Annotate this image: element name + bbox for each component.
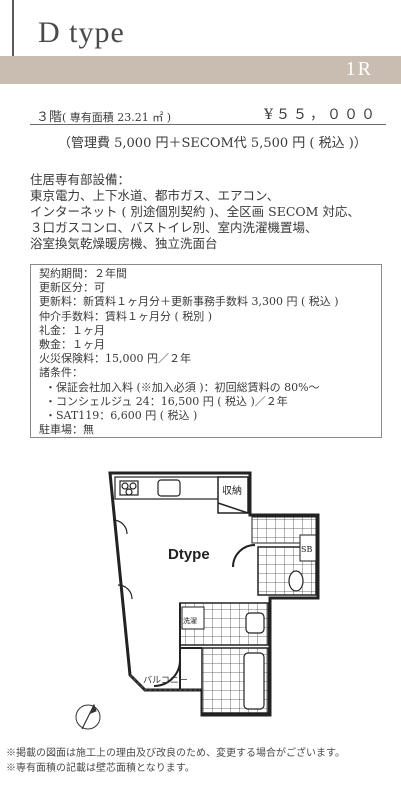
contract-line: 契約期間：２年間 — [39, 267, 127, 280]
window-marks — [112, 519, 133, 600]
contract-line: 礼金：１ヶ月 — [39, 323, 105, 337]
unit-type-title: D type — [38, 16, 125, 49]
contract-box: 契約期間：２年間 更新区分：可 更新料：新賃料１ヶ月分＋更新事務手数料 3,30… — [30, 264, 382, 438]
shoe-box — [299, 534, 317, 562]
contract-line: 諸条件： — [39, 366, 83, 380]
contract-line: 駐車場：無 — [39, 423, 94, 437]
contract-line: 火災保険料：15,000 円／２年 — [39, 352, 191, 366]
rent-line: ３階( 専有面積 23.21 ㎡ ) ¥５５，０００ — [30, 104, 386, 125]
balcony-outline — [129, 674, 200, 691]
contract-line: ・コンシェルジュ 24：16,500 円 ( 税込 )／２年 — [45, 394, 288, 408]
contract-line: ・SAT119：6,600 円 ( 税込 ) — [45, 409, 198, 423]
layout-band: 1R — [0, 56, 401, 84]
compass-icon — [75, 703, 101, 730]
floor-area: ( 専有面積 23.21 ㎡ ) — [62, 111, 172, 124]
contract-line: 更新区分：可 — [39, 281, 105, 295]
footnote: ※専有面積の記載は壁芯面積となります。 — [6, 763, 195, 774]
contract-line: 敷金：１ヶ月 — [39, 338, 105, 352]
toilet-icon — [288, 570, 304, 592]
equipment-line: 浴室換気乾燥暖房機、独立洗面台 — [30, 236, 218, 251]
sb-label: SB — [301, 545, 312, 554]
washbasin — [245, 612, 265, 634]
management-fees: （管理費 5,000 円＋SECOM代 5,500 円 ( 税込 )） — [58, 136, 367, 151]
footnote: ※掲載の図面は施工上の理由及び改良のため、変更する場合がございます。 — [6, 748, 345, 759]
interior-walls — [153, 544, 256, 690]
floorplan-label: Dtype — [168, 546, 210, 563]
balcony-label: バルコニー — [143, 675, 188, 686]
kitchen-counter — [114, 476, 221, 500]
equipment-line: 東京電力、上下水道、都市ガス、エアコン、 — [30, 188, 280, 203]
layout-type: 1R — [345, 58, 373, 80]
bathtub — [243, 652, 265, 710]
laundry-space — [181, 606, 205, 630]
floor-number: ３階 — [36, 110, 63, 125]
floor-info: ３階( 専有面積 23.21 ㎡ ) — [36, 106, 171, 125]
storage-label: 収納 — [222, 484, 242, 497]
contract-line: 更新料：新賃料１ヶ月分＋更新事務手数料 3,300 円 ( 税込 ) — [39, 295, 339, 309]
laundry-label: 洗濯 — [183, 616, 197, 625]
equipment-line: インターネット ( 別途個別契約 )、全区画 SECOM 対応、 — [30, 204, 360, 219]
storage-closet — [217, 476, 249, 514]
equipment-line: ３口ガスコンロ、バストイレ別、室内洗濯機置場、 — [30, 220, 318, 235]
title-accent-line — [12, 0, 14, 60]
contract-line: ・保証会社加入料 (※加入必須 )：初回総賃料の 80%～ — [45, 380, 320, 394]
floor-plan: 収納 SB 洗濯 バルコニー Dtype — [75, 471, 320, 730]
rent-price: ¥５５，０００ — [264, 107, 378, 123]
contract-line: 仲介手数料：賃料１ヶ月分 ( 税別 ) — [39, 309, 213, 323]
equipment-section: 住居専有部設備： 東京電力、上下水道、都市ガス、エアコン、 インターネット ( … — [30, 172, 395, 252]
equipment-heading: 住居専有部設備： — [30, 172, 131, 187]
footnotes: ※掲載の図面は施工上の理由及び改良のため、変更する場合がございます。 ※専有面積… — [6, 746, 345, 776]
